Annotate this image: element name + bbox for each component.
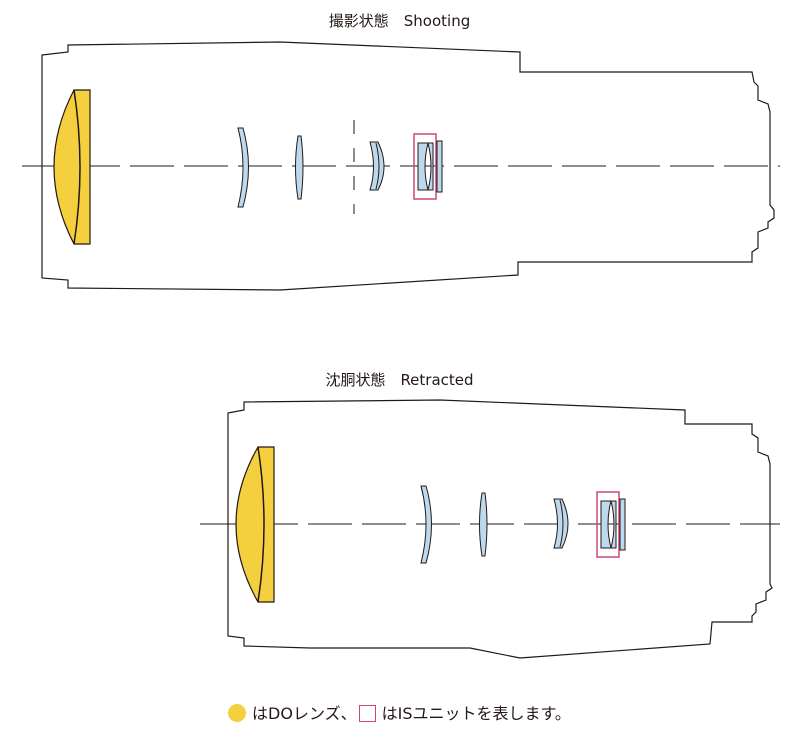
retracted-lens-group-1 bbox=[420, 485, 432, 564]
shooting-lens-group-2 bbox=[295, 135, 304, 200]
retracted-barrel-outline bbox=[227, 399, 773, 659]
shooting-barrel-outline bbox=[41, 41, 775, 291]
shooting-lens-group-1 bbox=[237, 127, 249, 208]
shooting-lens-diagram bbox=[22, 41, 780, 291]
legend-is-text: はISユニットを表します。 bbox=[381, 704, 571, 723]
retracted-lens-group-2 bbox=[479, 492, 488, 557]
shooting-do-lens-element-line bbox=[73, 89, 81, 245]
retracted-do-lens bbox=[235, 446, 275, 603]
retracted-do-lens-element-line bbox=[257, 446, 265, 603]
shooting-is-lens-b bbox=[427, 142, 434, 191]
is-unit-legend-icon bbox=[358, 705, 376, 722]
retracted-lens-diagram bbox=[200, 399, 780, 659]
retracted-is-unit-frame bbox=[596, 491, 620, 558]
shooting-lens-group-3-line bbox=[375, 142, 380, 190]
shooting-caption: 撮影状態 Shooting bbox=[328, 12, 471, 30]
do-lens-legend-icon bbox=[228, 704, 247, 722]
shooting-lens-group-5 bbox=[436, 140, 443, 193]
retracted-lens-group-5 bbox=[619, 498, 626, 551]
legend-do-text: はDOレンズ、 bbox=[252, 704, 357, 723]
retracted-caption: 沈胴状態 Retracted bbox=[325, 371, 474, 389]
retracted-is-lens-b bbox=[610, 500, 617, 549]
legend: はDOレンズ、 はISユニットを表します。 bbox=[0, 700, 799, 724]
retracted-lens-group-3-line bbox=[559, 499, 564, 548]
shooting-do-lens bbox=[53, 89, 91, 245]
shooting-lens-group-3 bbox=[369, 141, 385, 191]
shooting-is-unit-frame bbox=[413, 133, 437, 200]
retracted-lens-group-3 bbox=[553, 498, 569, 549]
